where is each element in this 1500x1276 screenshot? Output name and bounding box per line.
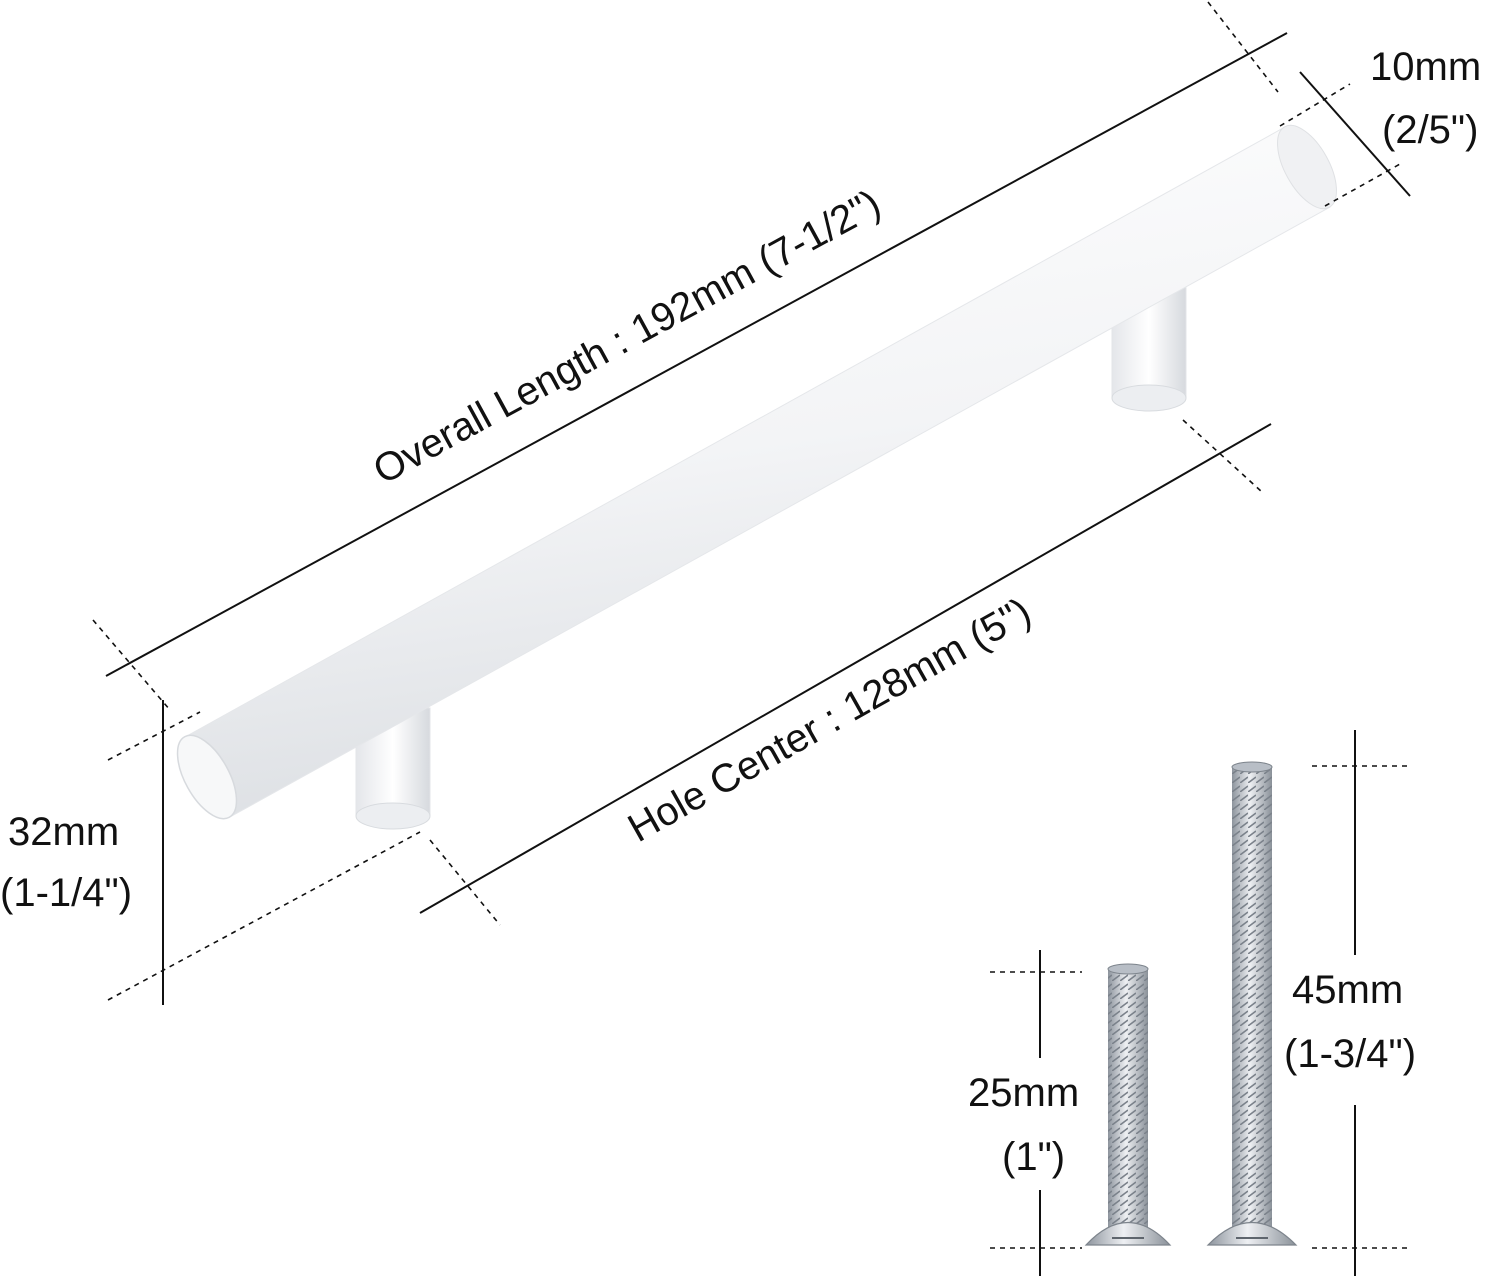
diameter-mm-label: 10mm [1370, 45, 1481, 89]
screw-long-mm-label: 45mm [1292, 968, 1403, 1012]
overall-length-dimension: Overall Length : 192mm (7-1/2") [92, 1, 1288, 711]
handle-end-cap-right [1277, 124, 1337, 210]
screw-short-dimension: 25mm (1") [968, 950, 1082, 1276]
screw-short-mm-label: 25mm [968, 1071, 1079, 1115]
height-in-label: (1-1/4") [0, 871, 132, 915]
screw-short-in-label: (1") [1002, 1135, 1065, 1179]
bar-handle [176, 124, 1337, 830]
screw-long-in-label: (1-3/4") [1284, 1032, 1416, 1076]
diameter-in-label: (2/5") [1382, 108, 1478, 152]
hole-center-dimension: Hole Center : 128mm (5") [419, 419, 1272, 926]
diameter-dimension: 10mm (2/5") [1279, 45, 1481, 207]
height-dimension: 32mm (1-1/4") [0, 700, 421, 1005]
screw-long [1206, 761, 1298, 1246]
height-mm-label: 32mm [8, 810, 119, 854]
handle-bar [184, 126, 1331, 818]
handle-end-cap-left [176, 734, 238, 820]
screw-long-dimension: 45mm (1-3/4") [1284, 730, 1416, 1276]
screw-short [1084, 963, 1172, 1246]
hole-center-label: Hole Center : 128mm (5") [621, 589, 1038, 850]
